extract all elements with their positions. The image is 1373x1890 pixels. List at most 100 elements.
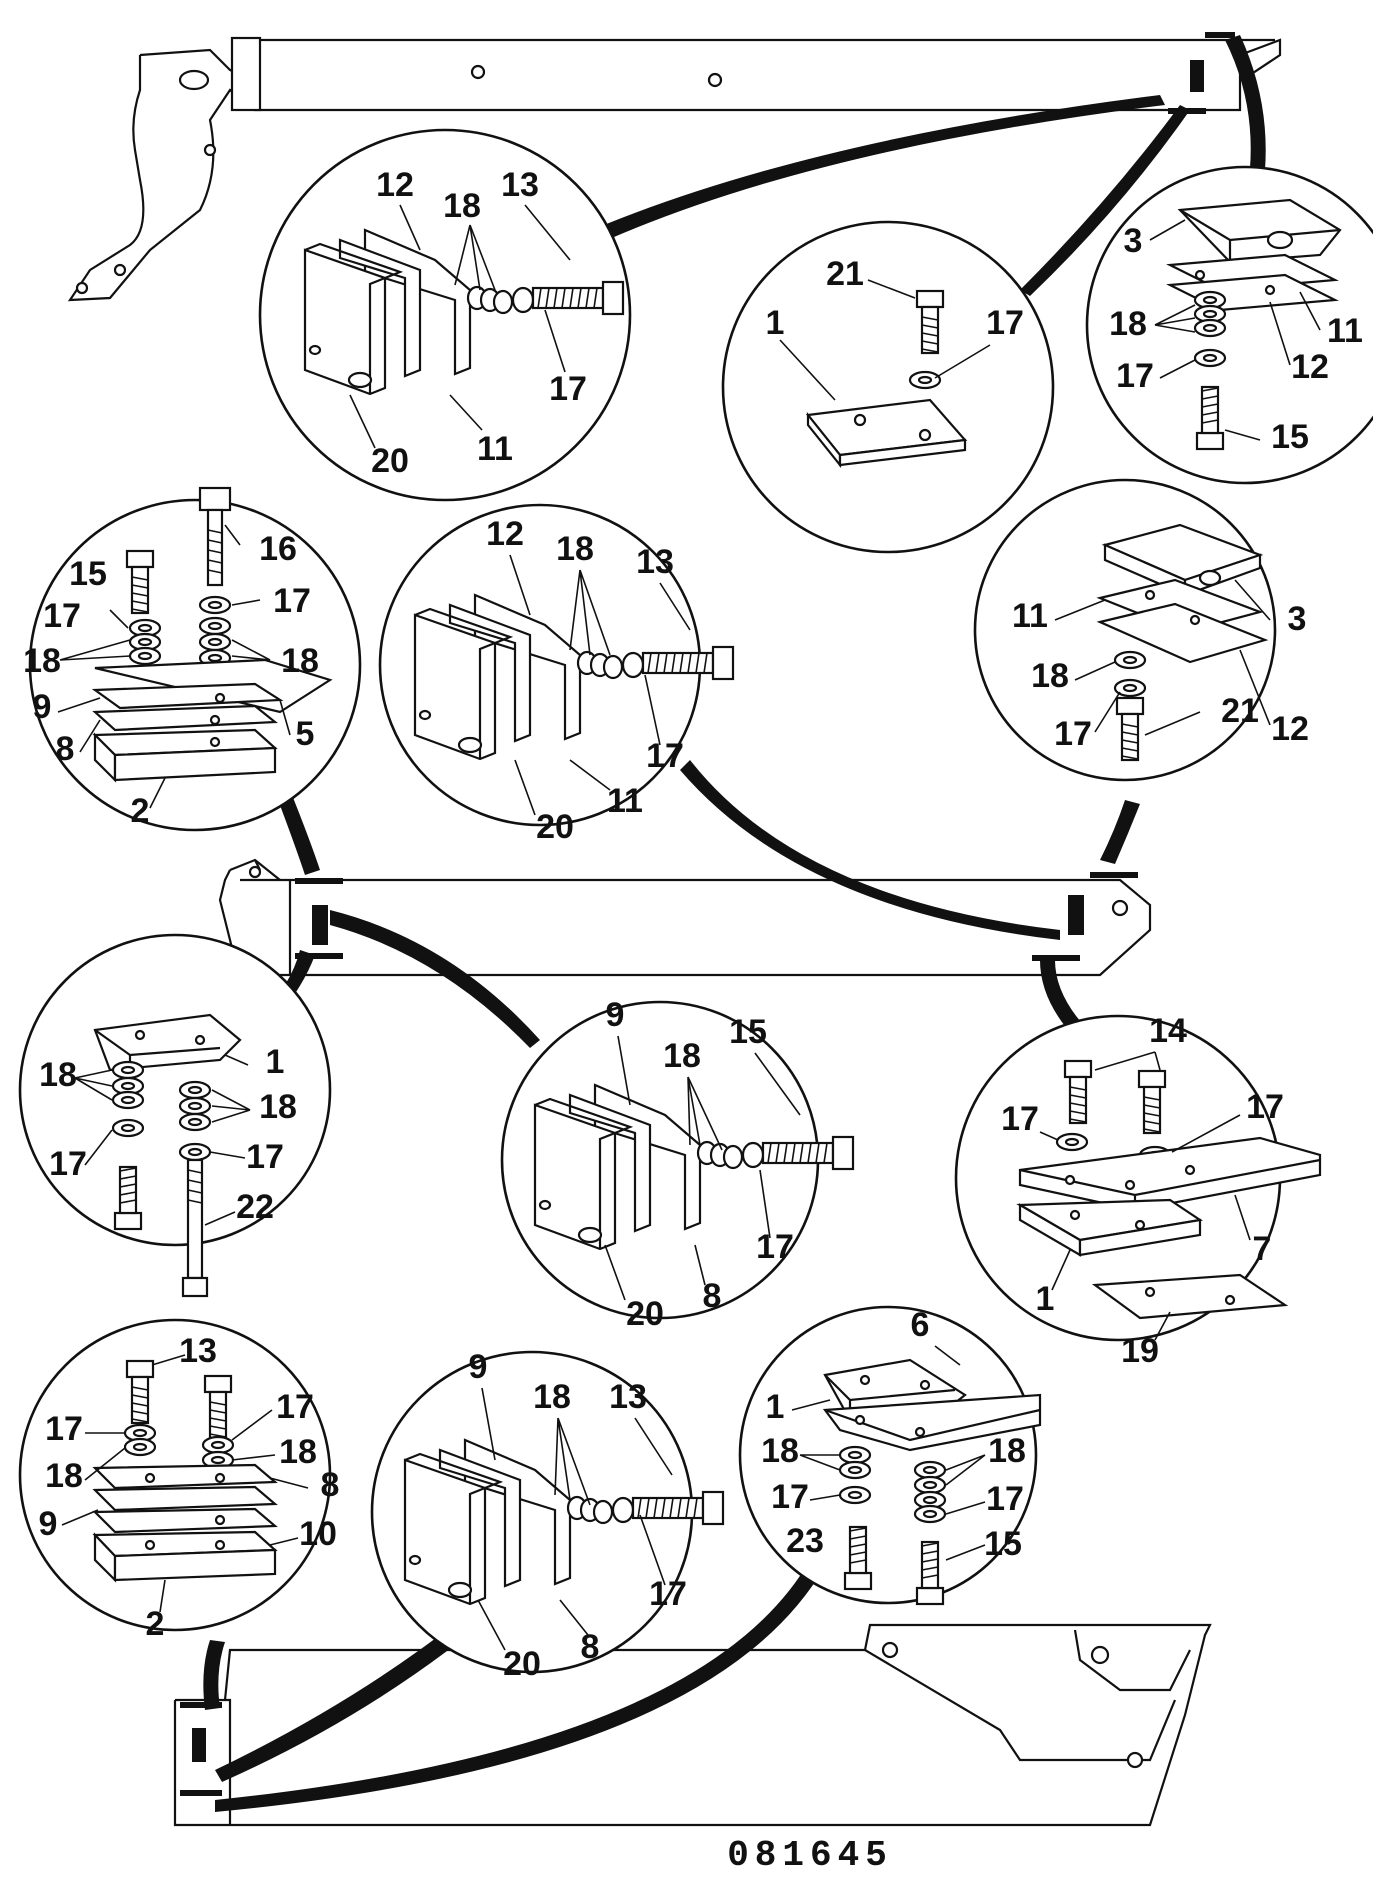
detail-circle-2: 21 1 17 [721, 220, 1055, 554]
callout-label: 20 [626, 1295, 664, 1333]
callout-label: 22 [236, 1188, 274, 1226]
callout-label: 18 [556, 530, 594, 568]
callout-label: 16 [259, 530, 297, 568]
callout-label: 17 [246, 1138, 284, 1176]
callout-label: 18 [988, 1432, 1026, 1470]
callout-label: 12 [1291, 348, 1329, 386]
callout-label: 3 [1124, 222, 1143, 260]
callout-label: 8 [703, 1277, 722, 1315]
detail-circle-7: 18 1 18 17 17 22 [18, 933, 332, 1298]
connector-band [203, 1640, 225, 1710]
callout-label: 1 [766, 1388, 785, 1426]
boom-section-middle [218, 858, 1152, 977]
callout-label: 8 [56, 730, 75, 768]
callout-label: 13 [609, 1378, 647, 1416]
callout-label: 11 [1012, 597, 1048, 635]
detail-circle-4: 15 16 17 17 18 18 9 5 8 2 [23, 486, 362, 832]
callout-label: 17 [1001, 1100, 1039, 1138]
callout-label: 18 [39, 1056, 77, 1094]
connector-band [1040, 960, 1088, 1038]
callout-label: 2 [131, 792, 150, 830]
callout-label: 3 [1288, 600, 1307, 638]
callout-label: 1 [1036, 1280, 1055, 1318]
callout-label: 9 [33, 688, 52, 726]
connector-band [278, 790, 320, 875]
callout-label: 11 [477, 430, 513, 468]
callout-label: 8 [581, 1628, 600, 1666]
callout-label: 9 [39, 1505, 58, 1543]
callout-label: 12 [486, 515, 524, 553]
callout-label: 20 [371, 442, 409, 480]
callout-label: 20 [536, 808, 574, 846]
callout-label: 13 [501, 166, 539, 204]
callout-label: 1 [766, 304, 785, 342]
callout-label: 18 [761, 1432, 799, 1470]
detail-circle-9: 14 17 17 7 1 19 [954, 1012, 1322, 1370]
callout-label: 17 [756, 1228, 794, 1266]
callout-label: 20 [503, 1645, 541, 1683]
detail-circle-3: 3 18 11 12 17 15 [1085, 165, 1373, 485]
drawing-number: 081645 [727, 1835, 893, 1876]
callout-label: 6 [911, 1306, 930, 1344]
callout-label: 17 [649, 1575, 687, 1613]
callout-label: 18 [281, 642, 319, 680]
callout-label: 17 [986, 304, 1024, 342]
callout-label: 5 [296, 715, 315, 753]
detail-circle-10: 13 17 17 18 18 9 8 10 2 [18, 1318, 340, 1643]
callout-label: 7 [1253, 1230, 1272, 1268]
callout-label: 17 [43, 597, 81, 635]
callout-label: 17 [1116, 357, 1154, 395]
connector-band [1225, 35, 1266, 170]
callout-label: 10 [299, 1515, 337, 1553]
connector-band [1020, 105, 1190, 296]
callout-label: 9 [469, 1348, 488, 1386]
connector-band [1100, 800, 1140, 864]
callout-label: 18 [1031, 657, 1069, 695]
callout-label: 13 [636, 543, 674, 581]
callout-label: 21 [826, 255, 864, 293]
boom-section-top [67, 32, 1282, 302]
callout-label: 18 [279, 1433, 317, 1471]
callout-label: 17 [646, 737, 684, 775]
connector-band [330, 910, 540, 1048]
detail-circle-5: 12 18 13 17 20 11 [378, 503, 733, 846]
callout-label: 19 [1121, 1332, 1159, 1370]
callout-label: 17 [273, 582, 311, 620]
callout-label: 15 [729, 1013, 767, 1051]
callout-label: 17 [276, 1388, 314, 1426]
callout-label: 18 [533, 1378, 571, 1416]
callout-label: 11 [607, 782, 643, 820]
callout-label: 11 [1327, 312, 1363, 350]
callout-label: 18 [23, 642, 61, 680]
callout-label: 12 [1271, 710, 1309, 748]
callout-label: 15 [69, 555, 107, 593]
callout-label: 23 [786, 1522, 824, 1560]
callout-label: 17 [1054, 715, 1092, 753]
callout-label: 18 [1109, 305, 1147, 343]
callout-label: 8 [321, 1466, 340, 1504]
callout-label: 18 [443, 187, 481, 225]
callout-label: 17 [45, 1410, 83, 1448]
callout-label: 2 [146, 1605, 165, 1643]
callout-label: 1 [266, 1043, 285, 1081]
detail-circle-8: 9 18 15 17 20 8 [500, 996, 853, 1333]
detail-circle-6: 11 3 18 21 17 12 [973, 478, 1309, 782]
detail-circle-12: 6 1 18 18 17 17 23 15 [738, 1305, 1042, 1606]
detail-circle-11: 9 18 13 17 20 8 [370, 1348, 723, 1683]
callout-label: 17 [1246, 1088, 1284, 1126]
detail-circle-1: 12 18 13 17 20 11 [258, 128, 632, 502]
callout-label: 17 [986, 1480, 1024, 1518]
callout-label: 21 [1221, 692, 1259, 730]
callout-label: 18 [259, 1088, 297, 1126]
callout-label: 17 [549, 370, 587, 408]
callout-label: 17 [49, 1145, 87, 1183]
connector-band [215, 1635, 455, 1782]
callout-label: 15 [984, 1525, 1022, 1563]
callout-label: 17 [771, 1478, 809, 1516]
callout-label: 9 [606, 996, 625, 1034]
connector-band [680, 760, 1060, 940]
callout-label: 18 [45, 1457, 83, 1495]
callout-label: 12 [376, 166, 414, 204]
callout-label: 15 [1271, 418, 1309, 456]
callout-label: 13 [179, 1332, 217, 1370]
